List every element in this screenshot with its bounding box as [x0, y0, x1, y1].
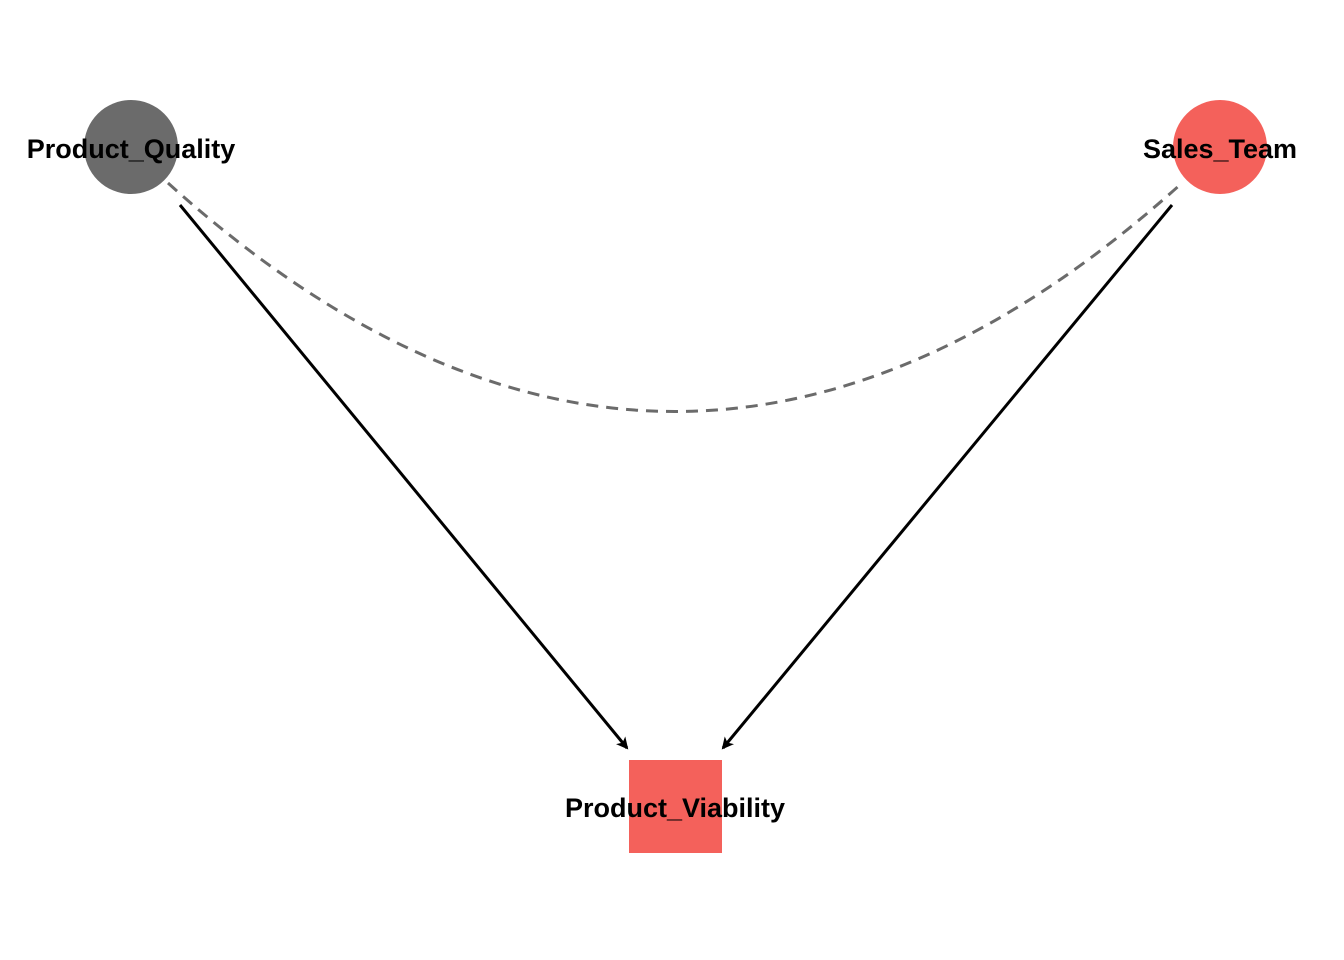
edge-sales-to-viability	[721, 204, 1174, 750]
edge-quality-sales-dashed	[166, 181, 1184, 413]
node-product-viability[interactable]	[629, 760, 722, 853]
label-product-viability: Product_Viability	[565, 793, 785, 823]
edge-quality-to-viability	[178, 204, 629, 750]
label-product-quality: Product_Quality	[27, 134, 236, 164]
node-sales-team[interactable]	[1173, 100, 1267, 194]
node-product-quality[interactable]	[84, 100, 178, 194]
label-sales-team: Sales_Team	[1143, 134, 1297, 164]
